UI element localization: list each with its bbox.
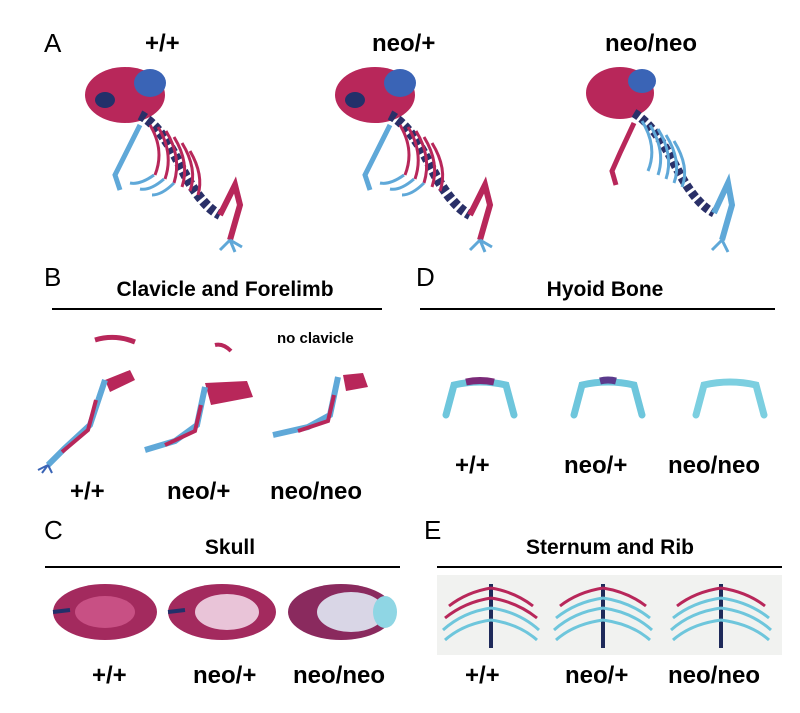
panel-c-genotype-het: neo/+ bbox=[193, 662, 257, 689]
panel-a-skeleton-het bbox=[335, 67, 494, 253]
panel-c-label: C bbox=[44, 515, 63, 545]
panel-e-genotype-het: neo/+ bbox=[565, 662, 629, 689]
skeleton-wt bbox=[85, 67, 244, 253]
panel-b-note: no clavicle bbox=[277, 330, 354, 347]
panel-e-ribcage-wt bbox=[441, 584, 541, 648]
panel-c-skull-het bbox=[167, 584, 276, 640]
panel-d-rule bbox=[420, 308, 775, 310]
panel-e-ribcage-hom bbox=[669, 584, 773, 648]
panel-d-hyoid-hom bbox=[692, 378, 768, 419]
panel-a-label: A bbox=[44, 28, 62, 58]
panel-b-genotype-hom: neo/neo bbox=[270, 478, 363, 505]
panel-c-genotype-wt: +/+ bbox=[92, 662, 127, 689]
panel-b-genotype-wt: +/+ bbox=[70, 478, 105, 505]
panel-d-label: D bbox=[416, 262, 435, 292]
panel-d-genotype-het: neo/+ bbox=[564, 452, 628, 479]
panel-a-genotype-hom: neo/neo bbox=[605, 30, 698, 57]
panel-c-skull-wt bbox=[52, 584, 157, 640]
panel-b-title: Clavicle and Forelimb bbox=[116, 278, 334, 301]
panel-a-genotype-het: neo/+ bbox=[372, 30, 436, 57]
panel-a-skeleton-hom bbox=[586, 67, 736, 253]
panel-e-ribcage-het bbox=[552, 584, 654, 648]
panel-c-skull-hom bbox=[288, 584, 397, 640]
panel-b-forelimb-het bbox=[144, 342, 253, 453]
panel-a-genotype-wt: +/+ bbox=[145, 30, 180, 57]
panel-d-hyoid-het bbox=[570, 376, 646, 419]
panel-d-genotype-wt: +/+ bbox=[455, 452, 490, 479]
panel-e-genotype-wt: +/+ bbox=[465, 662, 500, 689]
panel-b-forelimb-hom bbox=[272, 373, 368, 438]
panel-c-genotype-hom: neo/neo bbox=[293, 662, 386, 689]
panel-d-genotype-hom: neo/neo bbox=[668, 452, 761, 479]
panel-a-skeleton-wt bbox=[85, 67, 244, 253]
panel-e-title: Sternum and Rib bbox=[525, 536, 694, 559]
panel-e-label: E bbox=[424, 515, 442, 545]
panel-b-label: B bbox=[44, 262, 62, 292]
panel-b-genotype-het: neo/+ bbox=[167, 478, 231, 505]
panel-b-rule bbox=[52, 308, 382, 310]
panel-d-title: Hyoid Bone bbox=[546, 278, 664, 301]
panel-e-rule bbox=[437, 566, 782, 568]
panel-c-rule bbox=[45, 566, 400, 568]
panel-e-genotype-hom: neo/neo bbox=[668, 662, 761, 689]
panel-c-title: Skull bbox=[204, 536, 256, 559]
panel-d-hyoid-wt bbox=[442, 377, 518, 419]
panel-b-forelimb-wt bbox=[37, 334, 136, 474]
